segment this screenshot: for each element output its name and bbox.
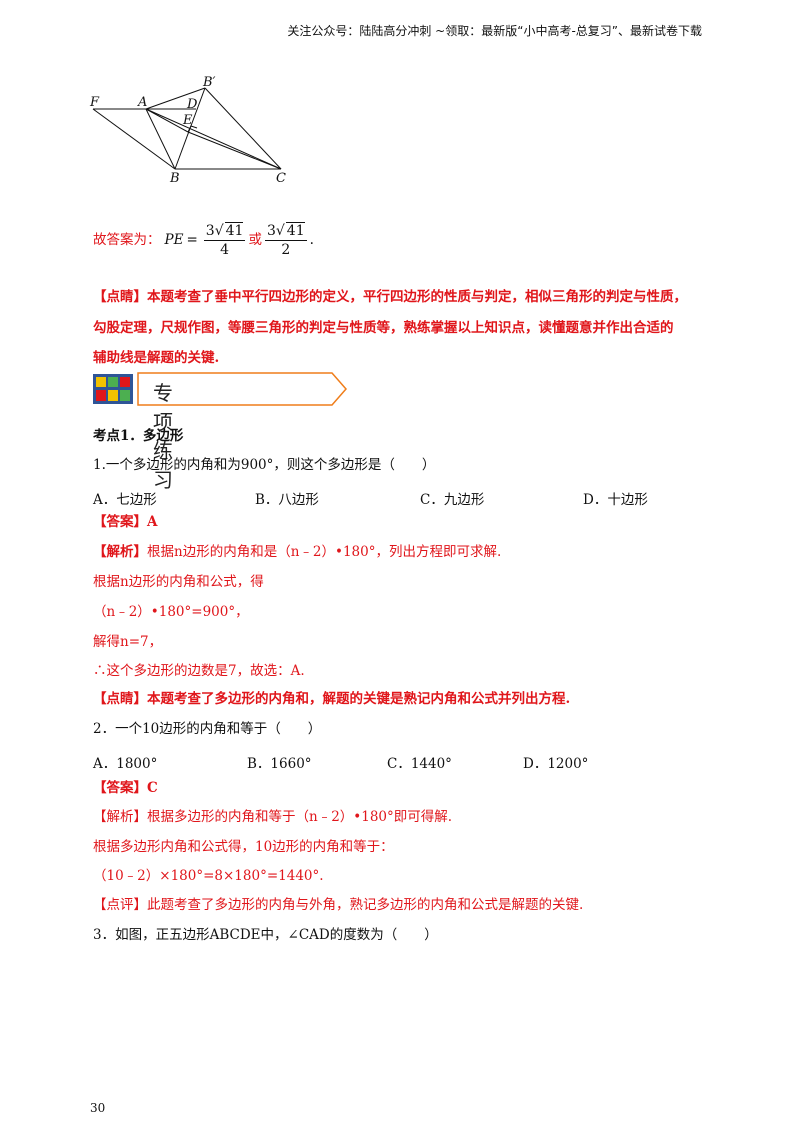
q2-analysis: 【解析】根据多边形的内角和等于（n﹣2）•180°即可得解. xyxy=(93,809,453,825)
q2-step-2: （10﹣2）×180°=8×180°=1440°. xyxy=(93,868,324,884)
banner-arrow-shape xyxy=(137,372,347,406)
label-A: A xyxy=(137,95,147,110)
q2-choice-d: D．1200° xyxy=(523,756,589,772)
q2-comment: 【点评】此题考查了多边形的内角与外角，熟记多边形的内角和公式是解题的关键. xyxy=(93,897,584,913)
section-title: 专项练习 xyxy=(153,381,174,492)
q2-choice-b: B．1660° xyxy=(247,756,312,772)
label-C: C xyxy=(276,171,286,184)
topic-heading: 考点1．多边形 xyxy=(93,428,184,444)
page-header: 关注公众号：陆陆高分冲刺 ~领取：最新版“小中高考-总复习”、最新试卷下载 xyxy=(287,24,702,38)
colored-blocks-icon xyxy=(93,374,133,404)
q1-choice-c: C．九边形 xyxy=(420,492,485,508)
q1-step-2: （n﹣2）•180°=900°， xyxy=(93,604,249,620)
label-B-prime: B′ xyxy=(202,75,216,90)
geometry-figure: F A B′ D E B C xyxy=(88,74,308,184)
q2-answer: 【答案】C xyxy=(93,780,158,796)
page-number: 30 xyxy=(90,1101,106,1115)
q1-step-4: ∴这个多边形的边数是7，故选：A. xyxy=(93,663,305,679)
q1-answer: 【答案】A xyxy=(93,514,158,530)
q2-step-1: 根据多边形内角和公式得，10边形的内角和等于： xyxy=(93,839,394,855)
q3-stem: 3．如图，正五边形ABCDE中，∠CAD的度数为（ ） xyxy=(93,927,438,943)
q2-stem: 2．一个10边形的内角和等于（ ） xyxy=(93,721,322,737)
comment-1-line-3: 辅助线是解题的关键. xyxy=(93,350,220,366)
q1-step-3: 解得n=7， xyxy=(93,634,163,650)
q1-comment: 【点睛】本题考查了多边形的内角和，解题的关键是熟记内角和公式并列出方程. xyxy=(93,691,571,707)
fraction-2: 3√41 2 xyxy=(264,222,307,258)
comment-1-line-1: 【点睛】本题考查了垂中平行四边形的定义，平行四边形的性质与判定，相似三角形的判定… xyxy=(93,289,687,305)
q1-step-1: 根据n边形的内角和公式，得 xyxy=(93,574,264,590)
q1-analysis: 【解析】根据n边形的内角和是（n﹣2）•180°，列出方程即可求解. xyxy=(93,544,502,560)
label-B: B xyxy=(169,171,180,184)
parallelogram-diagram: F A B′ D E B C xyxy=(89,75,286,184)
q2-choice-a: A．1800° xyxy=(93,756,158,772)
q1-stem: 1.一个多边形的内角和为900°，则这个多边形是（ ） xyxy=(93,457,436,473)
q1-choice-b: B．八边形 xyxy=(255,492,319,508)
answer-line: 故答案为： PE = 3√41 4 或 3√41 2 . xyxy=(93,222,314,258)
q1-choice-d: D．十边形 xyxy=(583,492,648,508)
comment-1-line-2: 勾股定理，尺规作图，等腰三角形的判定与性质等，熟练掌握以上知识点，读懂题意并作出… xyxy=(93,320,674,336)
q1-choice-a: A．七边形 xyxy=(93,492,157,508)
label-F: F xyxy=(89,95,100,110)
label-E: E xyxy=(182,113,193,128)
label-D: D xyxy=(186,97,198,112)
fraction-1: 3√41 4 xyxy=(203,222,246,258)
q2-choice-c: C．1440° xyxy=(387,756,452,772)
